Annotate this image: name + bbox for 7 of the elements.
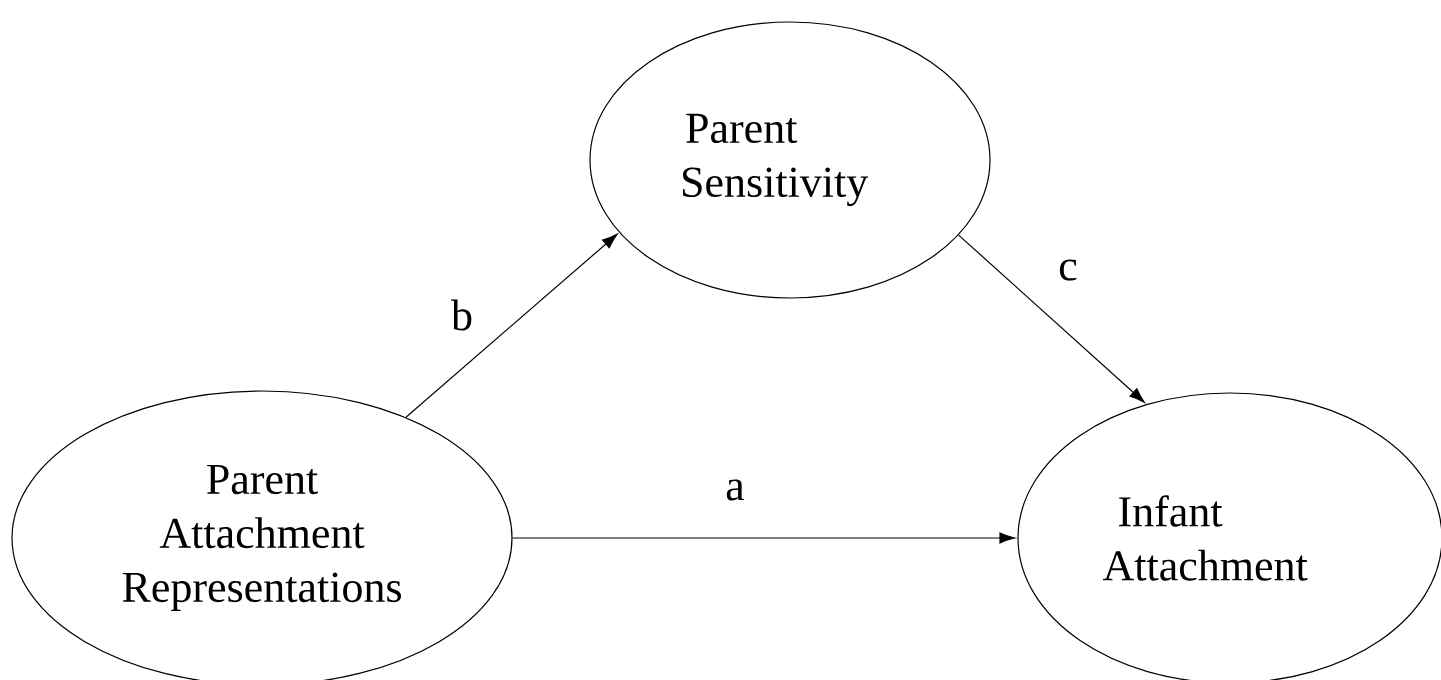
ellipse-node: Parent Sensitivity [589,21,991,299]
arrow [958,234,1145,403]
edge-label: c [1056,257,1080,283]
arrow [405,233,618,418]
arrow [512,532,1016,544]
edge-label: b [449,297,475,333]
edge-label: a [723,477,747,503]
